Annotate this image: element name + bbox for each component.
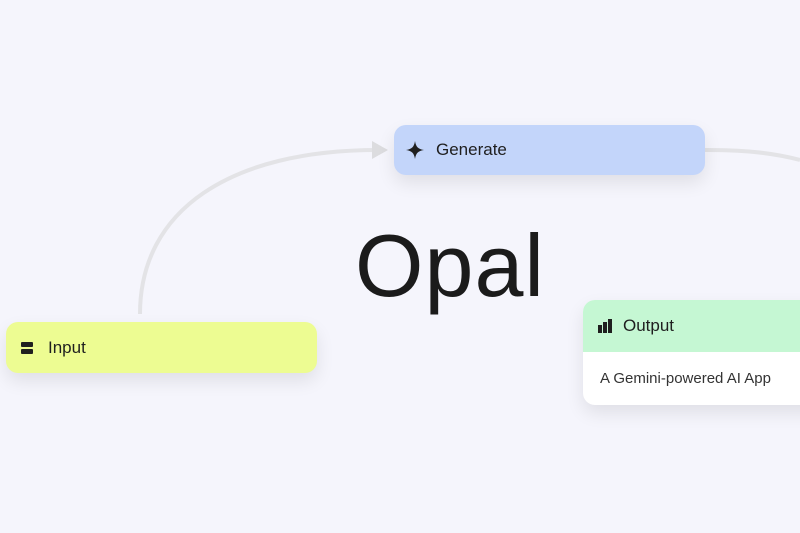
- connector-input-to-generate: [138, 148, 379, 315]
- input-node[interactable]: Input: [6, 322, 317, 373]
- generate-node[interactable]: Generate: [394, 125, 705, 175]
- chart-bars-icon: [597, 318, 613, 334]
- input-bars-icon: [18, 339, 36, 357]
- output-node-label: Output: [623, 316, 675, 335]
- generate-node-label: Generate: [436, 140, 507, 159]
- sparkle-icon: [406, 141, 424, 159]
- page-title: Opal: [355, 216, 545, 315]
- input-node-label: Input: [48, 337, 86, 357]
- output-node-description: A Gemini-powered AI App: [600, 370, 771, 387]
- arrow-head-icon: [372, 141, 388, 159]
- output-node-header: Output: [583, 300, 800, 352]
- output-node[interactable]: Output A Gemini-powered AI App: [583, 300, 800, 405]
- connector-generate-to-output: [704, 148, 800, 162]
